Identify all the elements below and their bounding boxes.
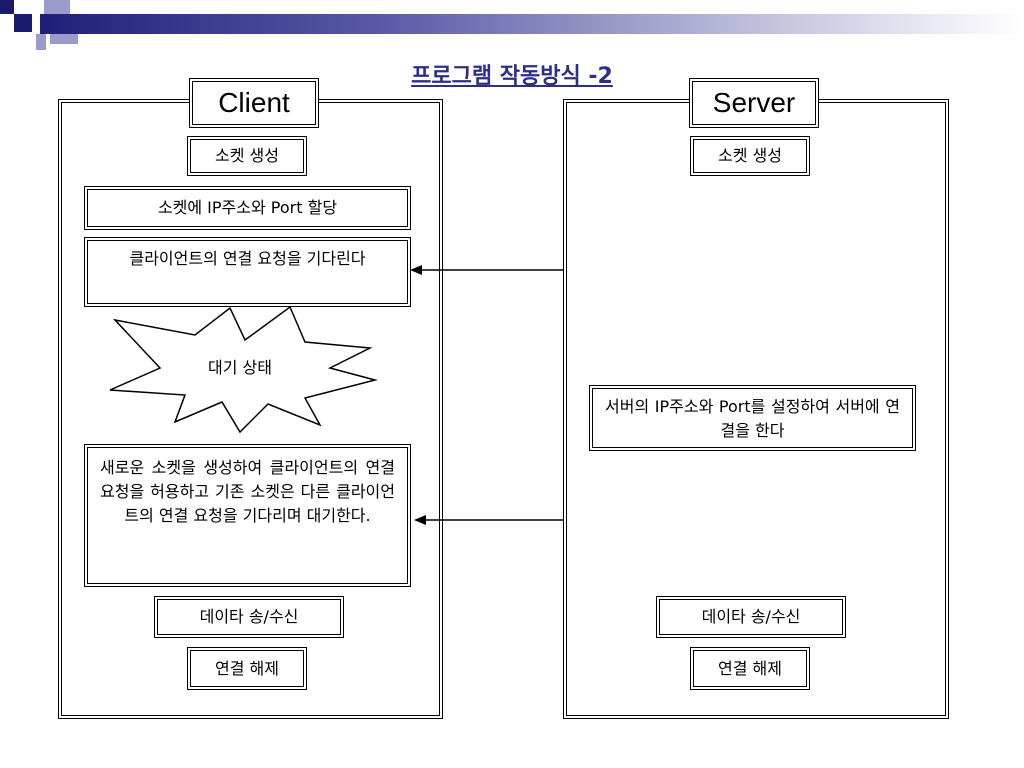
decor-square — [36, 34, 46, 50]
client-wait-request: 클라이언트의 연결 요청을 기다린다 — [84, 237, 411, 307]
server-connect: 서버의 IP주소와 Port를 설정하여 서버에 연결을 한다 — [589, 385, 916, 451]
decor-square — [14, 14, 32, 32]
decor-square — [0, 0, 14, 14]
client-header: Client — [189, 78, 319, 128]
client-wait-state: 대기 상태 — [208, 358, 272, 377]
client-disconnect: 연결 해제 — [187, 647, 307, 690]
server-header: Server — [689, 78, 819, 128]
connection-arrow-head-left — [414, 515, 426, 525]
client-data-io: 데이타 송/수신 — [154, 596, 344, 638]
wait-state-burst — [109, 305, 378, 434]
decor-square — [50, 34, 78, 44]
decor-square — [44, 0, 70, 14]
client-new-socket: 새로운 소켓을 생성하여 클라이언트의 연결 요청을 허용하고 기존 소켓은 다… — [84, 444, 411, 587]
header-gradient-band — [40, 14, 1024, 34]
server-create-socket: 소켓 생성 — [690, 136, 810, 176]
slide-title: 프로그램 작동방식 -2 — [411, 64, 613, 89]
server-disconnect: 연결 해제 — [690, 647, 810, 690]
request-arrow-head — [410, 265, 422, 275]
client-create-socket: 소켓 생성 — [187, 136, 307, 176]
server-data-io: 데이타 송/수신 — [656, 596, 846, 638]
client-assign-ip-port: 소켓에 IP주소와 Port 할당 — [84, 186, 411, 230]
